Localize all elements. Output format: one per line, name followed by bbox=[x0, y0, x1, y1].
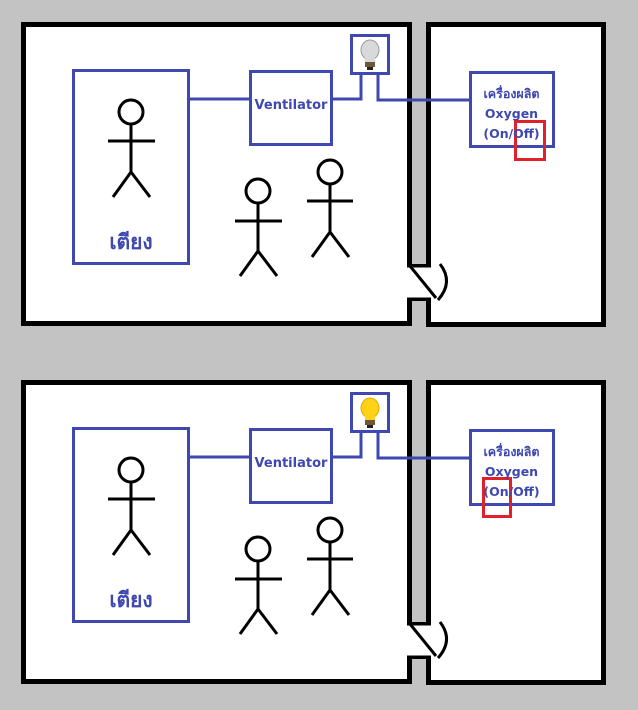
door-swing-arc bbox=[436, 263, 448, 301]
switch-highlight bbox=[514, 120, 546, 161]
oxygen-generator-label: เครื่องผลิต Oxygen (On/Off) bbox=[469, 442, 554, 502]
bed-label: เตียง bbox=[109, 230, 153, 254]
door bbox=[408, 265, 438, 299]
staff-figure bbox=[307, 516, 353, 616]
floor-plan bbox=[21, 380, 606, 685]
staff-figure bbox=[235, 535, 282, 635]
bulb-on-icon bbox=[360, 397, 380, 428]
ventilator-bulb-link bbox=[333, 432, 363, 459]
oxygen-label-line2: Oxygen bbox=[484, 106, 539, 121]
oxygen-label-line1: เครื่องผลิต bbox=[483, 86, 540, 101]
door bbox=[408, 623, 438, 657]
ventilator-label: Ventilator bbox=[254, 456, 328, 471]
door-swing-arc bbox=[436, 621, 448, 659]
ventilator-label: Ventilator bbox=[254, 98, 328, 113]
bulb-off-icon bbox=[360, 39, 380, 70]
staff-figure bbox=[235, 177, 282, 277]
scene-oxygen-on: Ventilator เตียง เครื่องผลิต Oxygen (On/Off) bbox=[0, 358, 638, 698]
door-opening bbox=[406, 267, 432, 298]
scene-oxygen-off: Ventilator เตียง เครื่องผลิต Oxygen (On/Off) bbox=[0, 0, 638, 340]
patient-figure bbox=[108, 456, 155, 556]
ventilator-box bbox=[249, 70, 333, 146]
bulb-oxygen-link bbox=[376, 432, 469, 460]
bed-label: เตียง bbox=[109, 588, 153, 612]
oxygen-room bbox=[426, 380, 606, 685]
oxygen-generator-label: เครื่องผลิต Oxygen (On/Off) bbox=[469, 84, 554, 144]
oxygen-generator-box bbox=[469, 71, 555, 148]
ventilator-bulb-link bbox=[333, 74, 363, 101]
ventilator-box bbox=[249, 428, 333, 504]
oxygen-label-line2: Oxygen bbox=[484, 464, 539, 479]
oxygen-switch-label[interactable]: (On/Off) bbox=[483, 484, 540, 499]
oxygen-room bbox=[426, 22, 606, 327]
staff-figure bbox=[307, 158, 353, 258]
bulb-oxygen-link bbox=[376, 74, 469, 102]
door-opening bbox=[406, 625, 432, 656]
oxygen-switch-label[interactable]: (On/Off) bbox=[483, 126, 540, 141]
floor-plan bbox=[21, 22, 606, 327]
switch-highlight bbox=[482, 477, 512, 518]
oxygen-label-line1: เครื่องผลิต bbox=[483, 444, 540, 459]
patient-figure bbox=[108, 98, 155, 198]
